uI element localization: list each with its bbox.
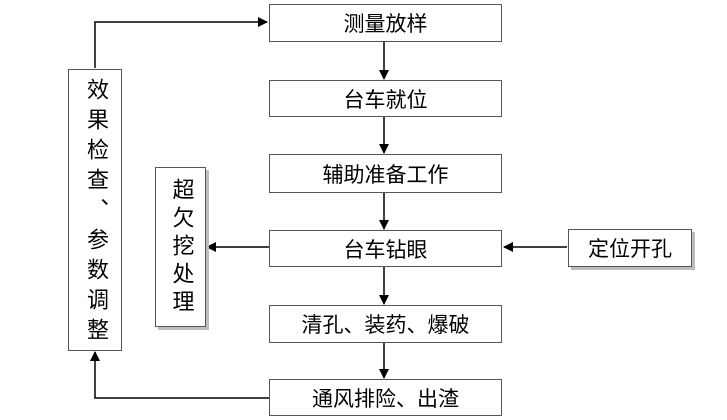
overbreak-label: 超欠挖处理 bbox=[168, 178, 194, 318]
step-auxiliary-prep: 辅助准备工作 bbox=[269, 154, 502, 193]
side-input-positioning: 定位开孔 bbox=[568, 229, 692, 267]
step-clean-charge-blast: 清孔、装药、爆破 bbox=[269, 305, 502, 343]
overbreak-box: 超欠挖处理 bbox=[155, 167, 206, 327]
feedback-box: 效果检查、参数调整 bbox=[68, 69, 122, 351]
step-label: 测量放样 bbox=[343, 12, 428, 36]
feedback-label: 效果检查、参数调整 bbox=[83, 78, 108, 348]
step-label: 台车钻眼 bbox=[343, 237, 428, 262]
arrow-step6-feedback bbox=[90, 351, 269, 399]
step-ventilation-mucking: 通风排险、出渣 bbox=[269, 379, 502, 416]
step-jumbo-positioning: 台车就位 bbox=[269, 80, 502, 117]
arrow-feedback-step1 bbox=[94, 17, 268, 68]
step-label: 通风排险、出渣 bbox=[312, 386, 459, 411]
step-label: 辅助准备工作 bbox=[322, 162, 449, 187]
step-label: 台车就位 bbox=[343, 87, 428, 112]
step-label: 清孔、装药、爆破 bbox=[301, 313, 470, 337]
side-input-label: 定位开孔 bbox=[588, 237, 672, 261]
step-jumbo-drilling: 台车钻眼 bbox=[269, 230, 502, 267]
step-survey-layout: 测量放样 bbox=[269, 4, 502, 42]
